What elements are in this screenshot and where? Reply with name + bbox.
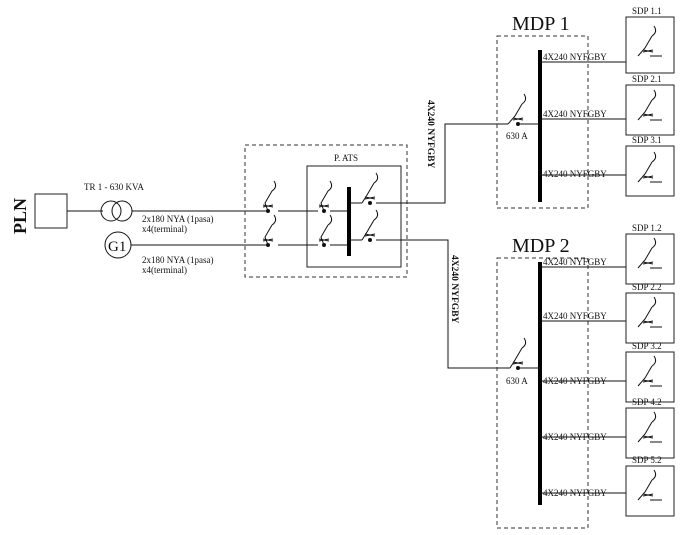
sdp-label: SDP 1.2 [632,223,662,233]
mdp2-outgoing-3: 4X240 NYFGBY SDP 3.2 [540,341,675,403]
breaker-icon [262,214,277,247]
sdp-panel [625,16,675,74]
outgoing-cable-label: 4X240 NYFGBY [543,109,607,119]
breaker-icon [318,180,333,213]
breaker-icon [318,214,333,247]
sdp-panel [625,351,675,403]
mdp2-title: MDP 2 [512,235,570,257]
mdp2-outgoing-2: 4X240 NYFGBY SDP 2.2 [540,282,675,344]
mdp1-outgoing-2: 4X240 NYFGBY SDP 2.1 [540,74,675,136]
sdp-label: SDP 3.2 [632,341,662,351]
ats-label: P. ATS [334,153,358,163]
breaker-icon [361,172,379,205]
outgoing-cable-label: 4X240 NYFGBY [543,376,607,386]
sdp-panel [625,407,675,459]
transformer-feeder-terminal: x4(terminal) [142,224,187,234]
mdp1-breaker-rating: 630 A [506,131,528,141]
sdp-label: SDP 3.1 [632,135,662,145]
breaker-icon [509,337,527,370]
sdp-label: SDP 2.2 [632,282,662,292]
mdp2-outgoing-4: 4X240 NYFGBY SDP 4.2 [540,397,675,459]
outgoing-cable-label: 4X240 NYFGBY [543,52,607,62]
sdp-panel [625,292,675,344]
mdp1-outgoing-1: 4X240 NYFGBY SDP 1.1 [540,6,675,74]
outgoing-cable-label: 4X240 NYFGBY [543,488,607,498]
sdp-label: SDP 2.1 [632,74,662,84]
mdp2-outgoing-5: 4X240 NYFGBY SDP 5.2 [540,455,675,517]
sdp-panel [625,233,675,285]
mdp1-outgoing-3: 4X240 NYFGBY SDP 3.1 [540,135,675,197]
sdp-panel [625,84,675,136]
generator-feeder-terminal: x4(terminal) [142,265,187,275]
breaker-icon [507,93,527,126]
outgoing-cable-label: 4X240 NYFGBY [543,257,607,267]
mdp2-breaker-rating: 630 A [506,376,528,386]
pln-label: PLN [10,198,30,234]
sdp-label: SDP 5.2 [632,455,662,465]
mdp2-outgoing-1: 4X240 NYFGBY SDP 1.2 [540,223,675,285]
generator-label: G1 [108,239,126,255]
breaker-icon [361,209,379,242]
mdp1-enclosure [496,35,589,209]
ats-panel [306,165,402,268]
sdp-panel [625,465,675,517]
mdp1-title: MDP 1 [512,13,570,35]
mdp1-feeder-cable: 4X240 NYFGBY [425,100,435,168]
generator-feeder-cable: 2x180 NYA (1pasa) [142,255,214,265]
sdp-label: SDP 1.1 [632,6,662,16]
outgoing-cable-label: 4X240 NYFGBY [543,169,607,179]
pln-source-box [34,193,68,229]
transformer-feeder-cable: 2x180 NYA (1pasa) [142,214,214,224]
sdp-label: SDP 4.2 [632,397,662,407]
transformer-label: TR 1 - 630 KVA [84,182,144,192]
ats-enclosure [244,144,408,278]
transformer-symbol [100,200,133,222]
outgoing-cable-label: 4X240 NYFGBY [543,432,607,442]
mdp2-enclosure [496,257,589,529]
breaker-icon [262,180,277,213]
outgoing-cable-label: 4X240 NYFGBY [543,311,607,321]
mdp2-feeder-cable: 4X240 NYFGBY [449,255,459,323]
sdp-panel [625,145,675,197]
